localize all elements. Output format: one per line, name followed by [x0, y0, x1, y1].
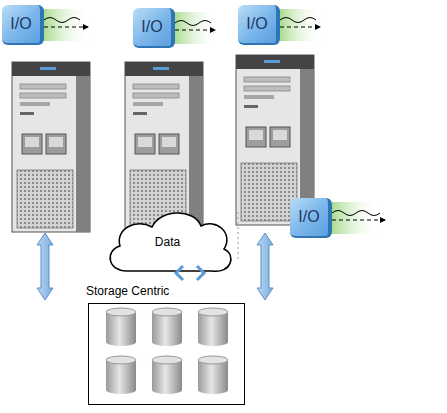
node-label: I/O	[298, 208, 319, 226]
double-arrow	[257, 233, 273, 300]
double-arrow	[37, 233, 53, 300]
io-trail	[332, 202, 385, 234]
io-badge: I/O	[2, 5, 44, 45]
io-trail	[280, 9, 322, 41]
server-tower	[125, 62, 203, 232]
storage-box: Storage Centric	[88, 303, 245, 405]
io-trail	[44, 9, 90, 41]
server-tower	[12, 62, 90, 232]
node-label: I/O	[10, 15, 31, 33]
io-badge: I/O	[133, 8, 175, 48]
node-label: I/O	[141, 18, 162, 36]
section-heading: Storage Centric	[86, 284, 169, 298]
node-label: Data	[100, 235, 235, 249]
io-trail	[175, 12, 217, 44]
node-label: I/O	[246, 15, 267, 33]
dashed-line	[238, 212, 239, 262]
disk-cylinder	[106, 308, 228, 394]
io-badge: I/O	[238, 5, 280, 45]
io-badge: I/O	[290, 198, 332, 238]
data-cloud: Data	[100, 205, 235, 280]
